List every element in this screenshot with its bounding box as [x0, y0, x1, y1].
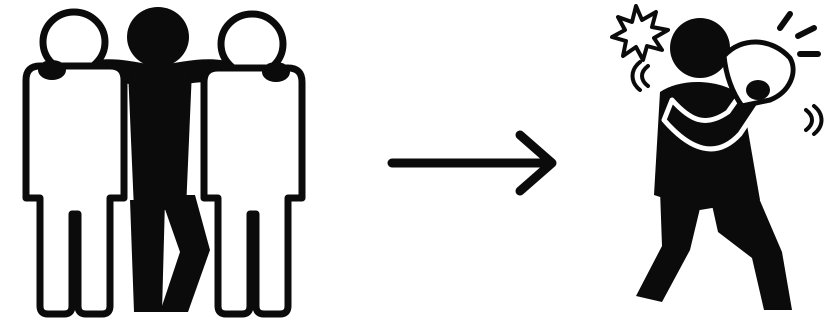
person-sneezing-into-tissue-icon — [610, 4, 824, 310]
sneezer-left-leg — [636, 190, 702, 302]
three-people-huddled-icon — [22, 7, 306, 318]
shake-lines-left-icon — [630, 60, 650, 92]
right-person-figure — [200, 10, 306, 318]
tissue-icon — [721, 39, 796, 109]
sneezer-right-leg — [710, 196, 792, 310]
sneezer-head — [670, 18, 730, 78]
right-arrow-icon — [387, 130, 557, 196]
sneezer-hand — [746, 80, 770, 100]
sneeze-burst-icon — [610, 4, 670, 62]
shake-lines-right-icon — [804, 104, 824, 136]
sneeze-spray-icon — [777, 11, 821, 57]
left-person-figure — [22, 8, 128, 318]
middle-person-hands — [38, 60, 290, 82]
